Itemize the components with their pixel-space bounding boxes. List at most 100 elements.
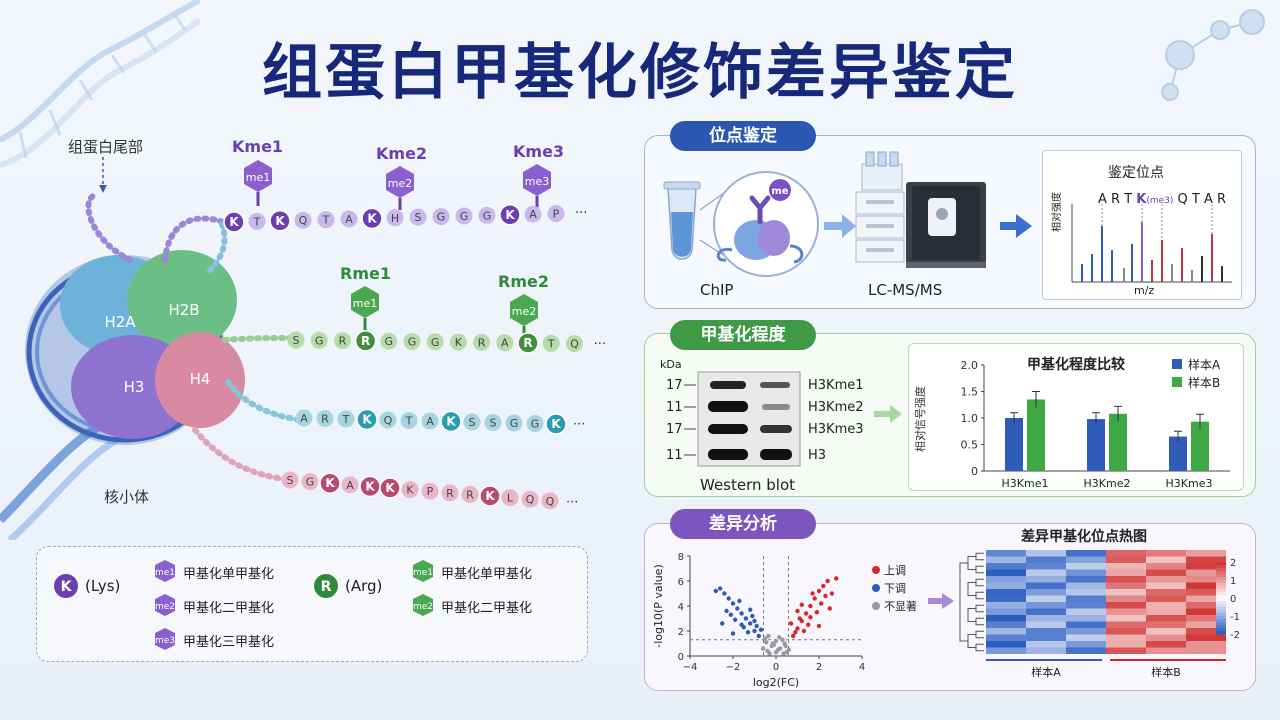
volcano-point bbox=[730, 631, 736, 636]
volcano-point bbox=[713, 588, 718, 594]
tail-residue bbox=[499, 204, 521, 226]
tail-residue bbox=[565, 335, 583, 353]
volcano-point bbox=[773, 638, 779, 644]
heatmap-cell bbox=[1066, 628, 1106, 635]
heatmap-cell bbox=[986, 582, 1026, 589]
volcano-point bbox=[737, 598, 742, 604]
heatmap-cell bbox=[1106, 576, 1146, 583]
tail-residue-letter: A bbox=[346, 479, 354, 492]
volcano-x-tick-label: 0 bbox=[773, 662, 779, 673]
tail-residue-letter: T bbox=[547, 337, 555, 350]
scale-cell bbox=[1216, 616, 1226, 620]
heatmap-cell bbox=[1066, 582, 1106, 589]
tail-ellipsis: ··· bbox=[573, 418, 585, 433]
heatmap-cell bbox=[986, 556, 1026, 563]
tail-residue-letter: Q bbox=[526, 493, 535, 506]
heatmap-cell bbox=[1186, 563, 1226, 570]
volcano-point bbox=[760, 646, 766, 651]
tail-residue bbox=[319, 472, 341, 494]
bar bbox=[1109, 413, 1127, 471]
bar bbox=[1191, 421, 1209, 471]
id-sites-title: 鉴定位点 bbox=[1108, 165, 1164, 181]
volcano-point bbox=[743, 616, 749, 621]
heatmap-cell bbox=[1066, 550, 1106, 557]
heatmap-cell bbox=[1106, 595, 1146, 602]
volcano-x-tick-label: 2 bbox=[816, 662, 822, 673]
lysine-letter: K bbox=[61, 579, 73, 595]
volcano-y-tick-label: 8 bbox=[678, 552, 684, 563]
volcano-point bbox=[801, 628, 807, 634]
heatmap-cell bbox=[1026, 576, 1066, 583]
tail-residue bbox=[501, 489, 519, 507]
tail-residue-letter: G bbox=[431, 336, 440, 349]
tail-residue-letter: R bbox=[446, 487, 454, 500]
marker-2: 11 bbox=[666, 400, 683, 415]
volcano-point bbox=[781, 651, 786, 656]
tail-residue bbox=[317, 211, 335, 229]
heatmap-group-a: 样本A bbox=[1031, 665, 1061, 679]
volcano-point bbox=[795, 626, 800, 631]
scale-cell bbox=[1216, 610, 1226, 614]
tail-residue-letter: P bbox=[427, 485, 434, 498]
legend-hex-icon: me1 bbox=[413, 560, 433, 582]
tail-residue bbox=[484, 414, 502, 431]
bar-category-label: H3Kme3 bbox=[1166, 477, 1213, 490]
heatmap-dendrogram bbox=[959, 552, 984, 652]
legend-hex-icon: me2 bbox=[155, 594, 175, 616]
volcano-point bbox=[793, 630, 798, 635]
bar-legend-label: 样本A bbox=[1188, 357, 1221, 372]
dendro-branch bbox=[967, 582, 976, 596]
dendro-branch bbox=[975, 591, 984, 600]
tail-residue bbox=[478, 206, 496, 224]
tail-residue-letter: K bbox=[362, 413, 372, 427]
arginine-letter: R bbox=[321, 579, 332, 595]
tail-residue bbox=[361, 207, 383, 230]
heatmap-cell bbox=[1026, 582, 1066, 589]
volcano-point bbox=[818, 601, 824, 606]
seq-k: K bbox=[1136, 192, 1147, 207]
legend-hex-text: me2 bbox=[413, 602, 433, 612]
scale-label: 1 bbox=[1230, 576, 1236, 587]
heatmap-cell bbox=[1146, 628, 1186, 635]
bar-y-tick-label: 1.0 bbox=[961, 412, 979, 425]
heatmap-cell bbox=[1066, 589, 1106, 596]
tail-residue bbox=[505, 414, 523, 432]
volcano-point bbox=[823, 593, 828, 599]
arrow-right-icon-2 bbox=[1000, 214, 1032, 238]
rme1-tag: me1 bbox=[351, 286, 379, 330]
kme1-tag-text: me1 bbox=[246, 171, 270, 184]
heatmap-cell bbox=[1106, 615, 1146, 622]
scale-cell bbox=[1216, 586, 1226, 590]
heatmap-cell bbox=[1106, 602, 1146, 609]
spectrum-ylabel: 相对强度 bbox=[1052, 192, 1063, 232]
scale-cell bbox=[1216, 571, 1226, 575]
heatmap-cell bbox=[1106, 556, 1146, 563]
scale-cell bbox=[1216, 625, 1226, 629]
me-badge: me bbox=[771, 186, 788, 197]
marker-1: 17 bbox=[666, 378, 683, 393]
tail-residue-letter: G bbox=[460, 210, 469, 223]
legend-hex-text: me1 bbox=[155, 568, 175, 578]
volcano-point bbox=[730, 601, 736, 606]
chip-label: ChIP bbox=[700, 281, 734, 299]
volcano-point bbox=[808, 615, 813, 620]
tail-residue bbox=[354, 330, 377, 352]
tail-residue-letter: Q bbox=[299, 214, 308, 227]
volcano-point bbox=[728, 612, 734, 617]
tail-residue bbox=[310, 331, 328, 349]
heatmap-cell bbox=[1186, 589, 1226, 596]
heatmap-cell bbox=[1146, 563, 1186, 570]
heatmap-cell bbox=[1146, 576, 1186, 583]
dendro-branch bbox=[975, 565, 984, 574]
volcano-point bbox=[766, 633, 771, 639]
heatmap-cell bbox=[986, 621, 1026, 628]
dendro-branch bbox=[975, 617, 984, 626]
heatmap-cell bbox=[1106, 628, 1146, 635]
heatmap-cell bbox=[1106, 582, 1146, 589]
rme1-label: Rme1 bbox=[340, 264, 391, 283]
heatmap-cell bbox=[1106, 569, 1146, 576]
heatmap-cell bbox=[1066, 634, 1106, 641]
heatmap-cell bbox=[1146, 550, 1186, 557]
